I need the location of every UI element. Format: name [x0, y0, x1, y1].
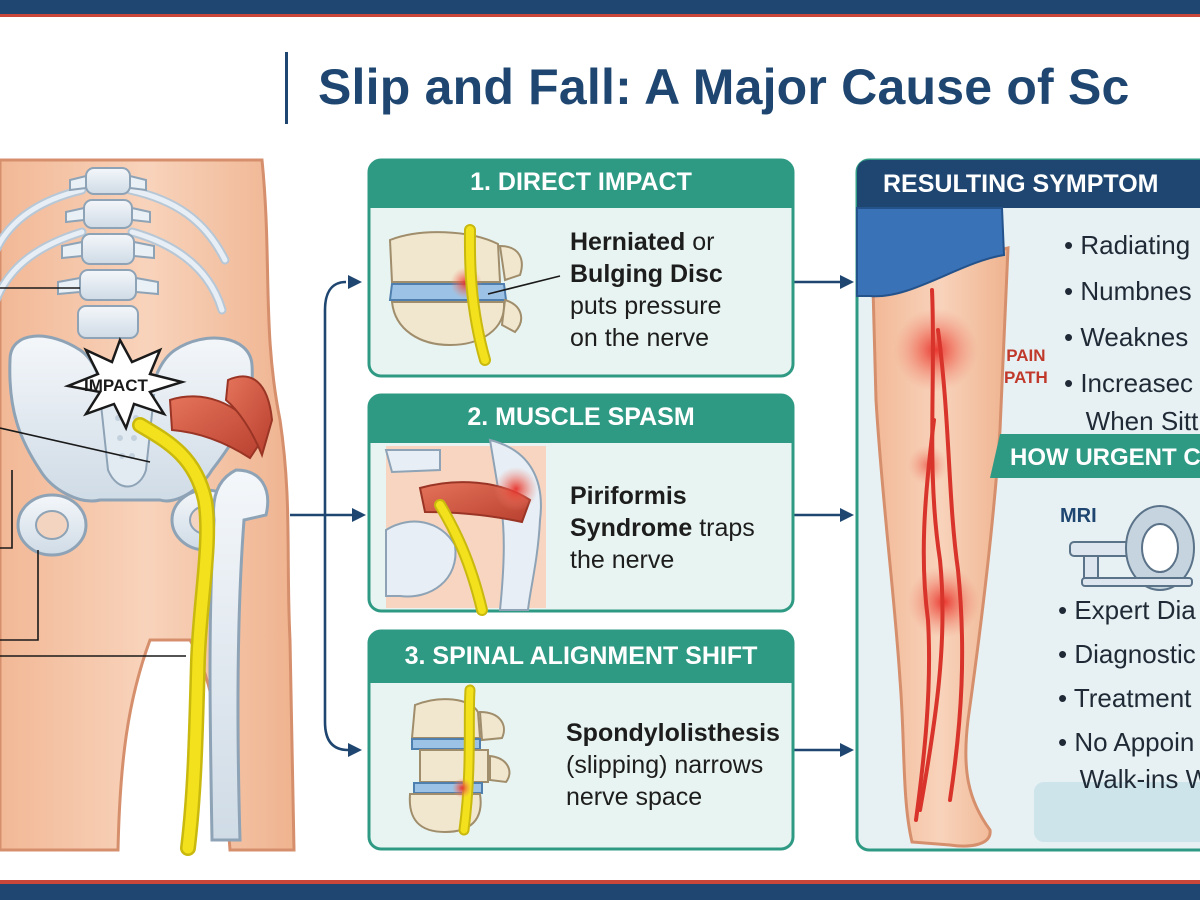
- card-2-text-2: the nerve: [570, 546, 675, 574]
- urgent-item: • Treatment: [1058, 683, 1192, 713]
- card-1-bold-2: Bulging Disc: [570, 260, 723, 288]
- card-2-bold-1: Piriformis: [570, 482, 687, 510]
- card-1-bold-1: Herniated: [570, 228, 686, 256]
- symptoms-text-clip: RESULTING SYMPTOM PAIN PATH • Radiating …: [857, 160, 1200, 850]
- flow-arrows: [290, 280, 845, 752]
- card-2-bold-2: Syndrome: [570, 514, 693, 542]
- bottom-band: [0, 884, 1200, 900]
- impact-label: IMPACT: [84, 376, 148, 395]
- top-band: [0, 0, 1200, 14]
- card-3-bold-1: Spondylolisthesis: [566, 719, 780, 747]
- mri-label: MRI: [1060, 505, 1097, 527]
- page-title: Slip and Fall: A Major Cause of Sc: [318, 59, 1130, 115]
- card-1-text-1: or: [685, 228, 715, 256]
- pain-path-line-1: PAIN: [1006, 346, 1046, 365]
- symptoms-heading: RESULTING SYMPTOM: [883, 170, 1159, 198]
- title-clip: Slip and Fall: A Major Cause of Sc: [310, 50, 1200, 130]
- card-3-text-1: (slipping) narrows: [566, 751, 764, 779]
- urgent-item: • Expert Dia: [1058, 595, 1196, 625]
- card-1-text-2: puts pressure: [570, 292, 722, 320]
- symptom-item-continuation: When Sitt: [1085, 406, 1199, 436]
- body-illustration: [0, 158, 296, 856]
- card-2-text-1: traps: [692, 514, 755, 542]
- symptom-item: • Radiating: [1064, 230, 1191, 260]
- card-3: [367, 629, 795, 851]
- card-2: [367, 393, 795, 616]
- card-2-heading: 2. MUSCLE SPASM: [467, 403, 695, 431]
- urgent-item: • No Appoin: [1058, 727, 1195, 757]
- card-1-text: Herniated or Bulging Disc puts pressure …: [570, 226, 723, 354]
- symptom-item: • Increasec: [1064, 368, 1194, 398]
- card-2-text: Piriformis Syndrome traps the nerve: [570, 480, 755, 576]
- urgent-item-continuation: Walk-ins W: [1079, 764, 1200, 794]
- card-1-heading: 1. DIRECT IMPACT: [470, 168, 692, 196]
- card-3-text-2: nerve space: [566, 783, 703, 811]
- card-1: [367, 158, 795, 378]
- card-3-text: Spondylolisthesis (slipping) narrows ner…: [566, 717, 780, 813]
- card-1-text-3: on the nerve: [570, 324, 709, 352]
- pain-path-label: PAIN PATH: [1004, 345, 1048, 389]
- symptoms-list: • Radiating • Numbnes • Weaknes • Increa…: [1064, 222, 1198, 440]
- symptom-item: • Weaknes: [1064, 322, 1189, 352]
- symptom-item: • Numbnes: [1064, 276, 1192, 306]
- pain-path-line-2: PATH: [1004, 368, 1048, 387]
- urgent-item: • Diagnostic: [1058, 639, 1196, 669]
- urgent-heading: HOW URGENT C: [1010, 444, 1200, 471]
- symptoms-panel: [855, 158, 1200, 852]
- bottom-accent-stripe: [0, 880, 1200, 884]
- urgent-list: • Expert Dia • Diagnostic • Treatment • …: [1058, 588, 1200, 798]
- top-accent-stripe: [0, 14, 1200, 17]
- title-accent-bar: [285, 52, 288, 124]
- card-3-heading: 3. SPINAL ALIGNMENT SHIFT: [404, 642, 758, 670]
